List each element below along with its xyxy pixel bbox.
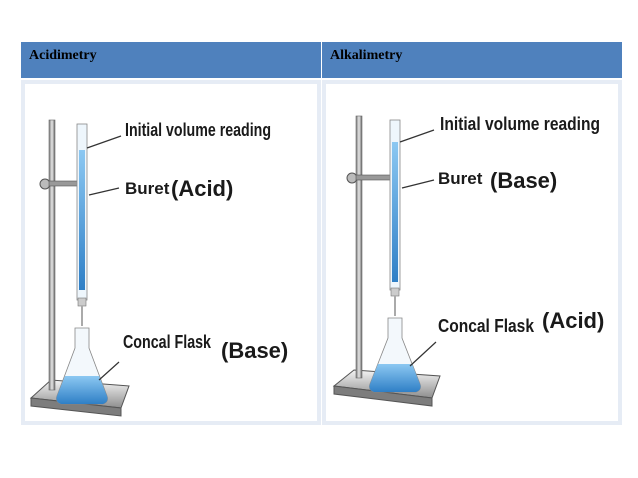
flask-content-label: (Acid): [542, 308, 604, 333]
acidimetry-title: Acidimetry: [29, 48, 97, 63]
alkalimetry-panel: Initial volume reading Buret (Base) Conc…: [322, 80, 622, 425]
initial-volume-label: Initial volume reading: [440, 114, 600, 134]
buret-label: Buret: [438, 169, 483, 188]
clamp: [39, 178, 86, 190]
buret-label: Buret: [125, 179, 170, 198]
conical-flask: [56, 327, 108, 405]
acidimetry-header: Acidimetry: [21, 42, 321, 78]
stand-rod: [355, 115, 363, 379]
flask-content-label: (Base): [221, 338, 288, 363]
buret: [76, 123, 88, 326]
alkalimetry-header: Alkalimetry: [322, 42, 622, 78]
conical-flask: [369, 317, 421, 393]
stand-rod: [48, 119, 56, 391]
acidimetry-titration-diagram: Initial volume reading Buret (Acid) Conc…: [29, 119, 288, 417]
buret-content-label: (Acid): [171, 176, 233, 201]
initial-volume-label: Initial volume reading: [125, 120, 271, 140]
alkalimetry-title: Alkalimetry: [330, 48, 403, 63]
flask-label: Concal Flask: [123, 332, 212, 352]
buret: [389, 119, 401, 316]
flask-label: Concal Flask: [438, 316, 535, 336]
alkalimetry-titration-diagram: Initial volume reading Buret (Base) Conc…: [332, 114, 604, 407]
clamp: [346, 172, 393, 184]
acidimetry-panel: Initial volume reading Buret (Acid) Conc…: [21, 80, 321, 425]
buret-content-label: (Base): [490, 168, 557, 193]
